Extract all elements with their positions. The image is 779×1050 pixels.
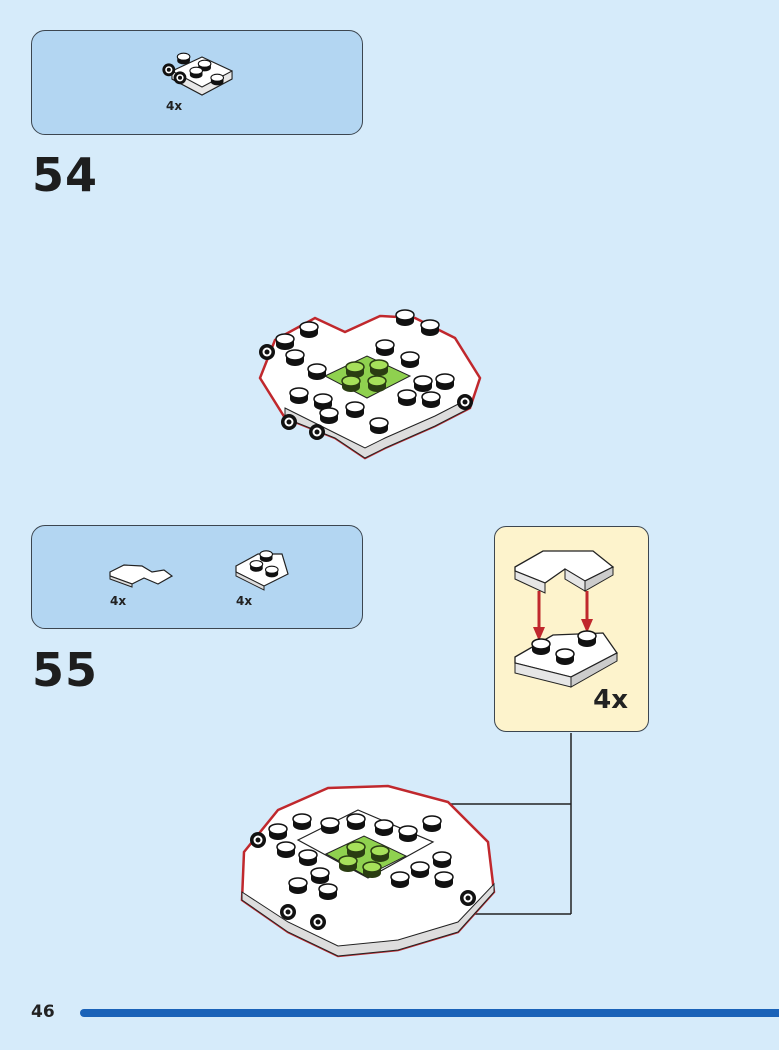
step-number: 54 — [32, 148, 99, 202]
step-55-model-illustration — [240, 784, 496, 958]
curved-tile-part-icon — [109, 564, 174, 588]
sub-assembly-illustration — [514, 550, 618, 688]
step-number: 55 — [32, 643, 99, 697]
step-54-model-illustration — [258, 309, 482, 460]
part-quantity: 4x — [110, 594, 127, 608]
sub-assembly-callout: 4x — [494, 526, 649, 732]
part-quantity: 4x — [236, 594, 253, 608]
callout-quantity: 4x — [593, 685, 628, 715]
wedge-plate-part-icon — [235, 550, 289, 591]
side-stud-plate-part-icon — [162, 52, 233, 96]
parts-list-step-55: 4x 4x — [31, 525, 363, 629]
page-number: 46 — [31, 1002, 55, 1022]
footer-accent-bar — [80, 1009, 779, 1017]
part-quantity: 4x — [166, 99, 183, 113]
parts-list-step-54: 4x — [31, 30, 363, 135]
